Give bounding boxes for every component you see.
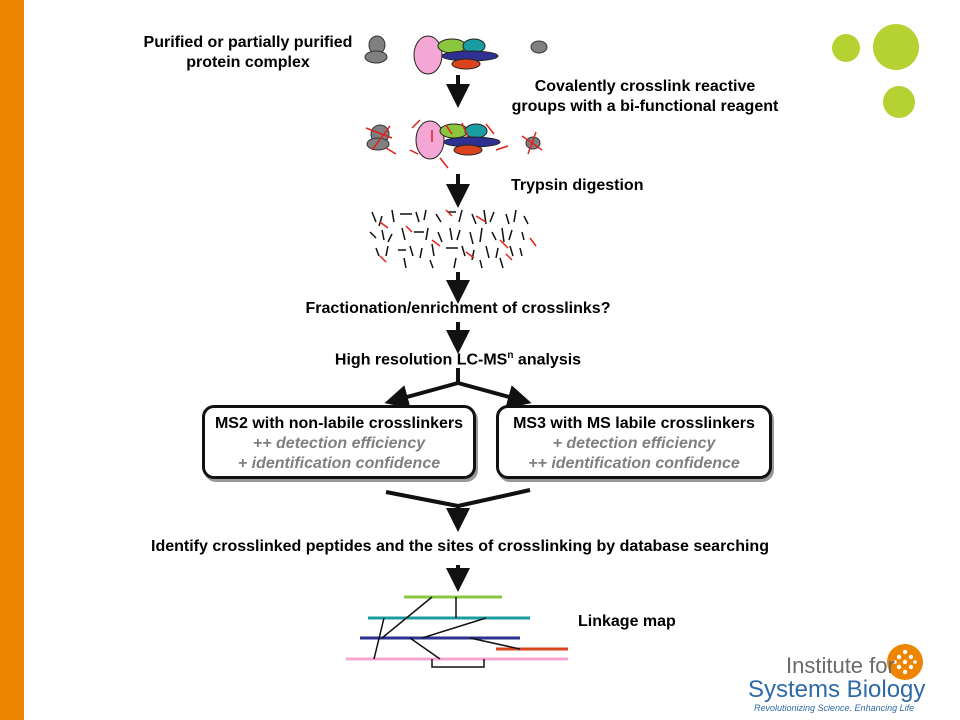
ms2-box-line1: ++ detection efficiency: [252, 435, 426, 452]
isb-logo-mark: [887, 644, 923, 680]
fractionation-label: Fractionation/enrichment of crosslinks?: [305, 300, 611, 317]
isb-logo-line2: Systems Biology: [748, 676, 926, 703]
input-label: Purified or partially purified protein c…: [132, 33, 364, 73]
ms3-box-line1: + detection efficiency: [552, 435, 716, 452]
merge-arrows: [385, 488, 531, 532]
ms2-box: MS2 with non-labile crosslinkers ++ dete…: [202, 405, 476, 479]
linkage-map-label: Linkage map: [578, 613, 676, 630]
linkage-map-illustration: [346, 595, 568, 668]
ms2-box-title: MS2 with non-labile crosslinkers: [214, 415, 464, 432]
decorative-dot-large: [873, 24, 919, 70]
input-label-line2: protein complex: [186, 54, 310, 71]
fragment-crosslinks: [379, 209, 537, 263]
crosslink-label-line2: groups with a bi-functional reagent: [511, 98, 779, 115]
isb-logo-dots-icon: [893, 649, 917, 675]
ms3-box-title: MS3 with MS labile crosslinkers: [513, 415, 755, 432]
crosslink-label-line1: Covalently crosslink reactive: [534, 78, 756, 95]
decorative-dot-medium: [883, 86, 915, 118]
orange-side-bar: [0, 0, 24, 720]
crosslink-label: Covalently crosslink reactive groups wit…: [500, 77, 790, 117]
identify-label: Identify crosslinked peptides and the si…: [151, 538, 769, 555]
ms3-box-line2: ++ identification confidence: [528, 455, 740, 472]
ms3-box: MS3 with MS labile crosslinkers + detect…: [496, 405, 772, 479]
input-label-line1: Purified or partially purified: [143, 34, 353, 51]
lcms-label-superscript: n: [507, 350, 514, 361]
digestion-label: Trypsin digestion: [511, 177, 644, 194]
split-arrows: [384, 368, 532, 409]
peptide-fragments-illustration: [369, 209, 529, 269]
lcms-label-prefix: High resolution LC-MS: [334, 351, 508, 369]
isb-logo: Institute for Systems Biology Revolution…: [748, 640, 928, 715]
decorative-dot-small: [832, 34, 860, 62]
protein-complex-illustration: [364, 35, 548, 75]
isb-logo-line1: Institute for: [786, 653, 895, 678]
ms2-box-line2: + identification confidence: [237, 455, 441, 472]
crosslinked-complex-illustration: [365, 119, 543, 169]
isb-logo-tagline: Revolutionizing Science. Enhancing Life: [754, 703, 915, 713]
lcms-label: High resolution LC-MSn analysis: [300, 346, 616, 370]
lcms-label-suffix: analysis: [513, 351, 582, 369]
